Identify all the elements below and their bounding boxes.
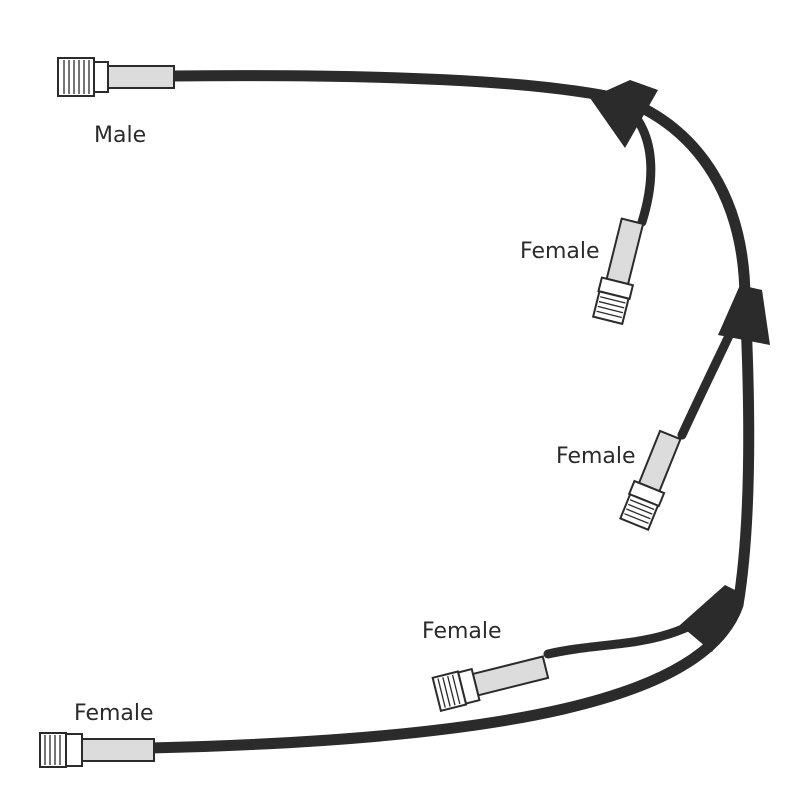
label-male-top: Male [94, 123, 146, 148]
female-connector-bottom [39, 732, 155, 768]
female-connector-branch-3 [431, 655, 550, 712]
label-female-branch-2: Female [556, 444, 636, 469]
female-connector-branch-1 [591, 217, 645, 326]
main-cable [144, 70, 755, 754]
label-female-branch-1: Female [520, 239, 600, 264]
splitter-3 [680, 585, 745, 652]
label-female-bottom: Female [74, 701, 154, 726]
label-female-branch-3: Female [422, 619, 502, 644]
splitter-2 [718, 285, 770, 345]
splitter-1 [590, 80, 658, 148]
female-connector-branch-2 [619, 429, 682, 532]
male-connector-top [57, 57, 175, 97]
